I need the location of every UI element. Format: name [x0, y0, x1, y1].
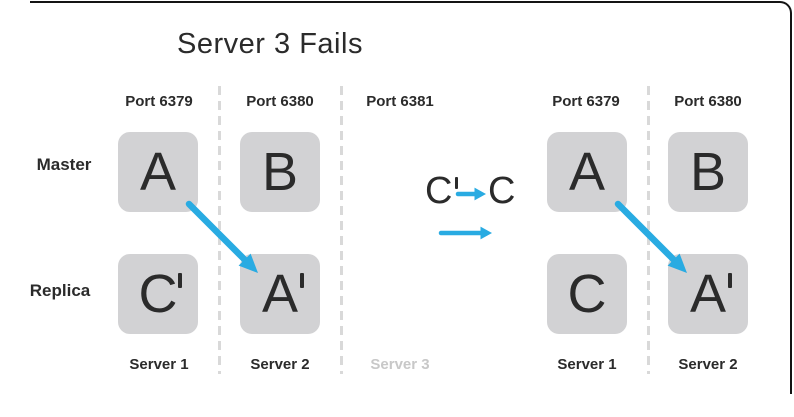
node-letter: A	[139, 142, 177, 202]
left-server-3-label-failed: Server 3	[370, 356, 430, 373]
right-node-replica-a-prime: A	[668, 254, 748, 334]
promotion-to-label: C	[488, 172, 515, 210]
left-node-master-a: A	[118, 132, 198, 212]
diagram-title: Server 3 Fails	[177, 28, 363, 60]
right-separator-1	[647, 86, 650, 374]
left-node-master-b: B	[240, 132, 320, 212]
right-node-master-b: B	[668, 132, 748, 212]
promotion-from-letter: C	[425, 170, 453, 212]
left-port-6380-label: Port 6380	[246, 93, 314, 110]
left-port-6381-label: Port 6381	[366, 93, 434, 110]
prime-mark	[455, 177, 459, 189]
prime-mark	[728, 273, 732, 288]
promotion-to-letter: C	[488, 170, 516, 212]
left-server-2-label: Server 2	[250, 356, 310, 373]
prime-mark	[178, 273, 182, 288]
master-row-label: Master	[36, 155, 92, 174]
node-letter: A	[261, 264, 299, 324]
right-node-master-a: A	[547, 132, 627, 212]
frame-border	[30, 1, 792, 394]
replica-row-label: Replica	[29, 281, 91, 300]
promotion-from-label: C	[425, 170, 459, 212]
left-separator-2	[340, 86, 343, 374]
left-server-1-label: Server 1	[129, 356, 189, 373]
left-port-6379-label: Port 6379	[125, 93, 193, 110]
right-server-1-label: Server 1	[557, 356, 617, 373]
right-node-replica-c: C	[547, 254, 627, 334]
node-letter: C	[567, 264, 607, 324]
node-letter: A	[689, 264, 727, 324]
right-port-6379-label: Port 6379	[552, 93, 620, 110]
left-node-replica-c-prime: C	[118, 254, 198, 334]
right-server-2-label: Server 2	[678, 356, 738, 373]
right-port-6380-label: Port 6380	[674, 93, 742, 110]
node-letter: A	[568, 142, 606, 202]
prime-mark	[300, 273, 304, 288]
node-letter: C	[138, 264, 178, 324]
node-letter: B	[261, 142, 299, 202]
node-letter: B	[689, 142, 727, 202]
left-separator-1	[218, 86, 221, 374]
left-node-replica-a-prime: A	[240, 254, 320, 334]
